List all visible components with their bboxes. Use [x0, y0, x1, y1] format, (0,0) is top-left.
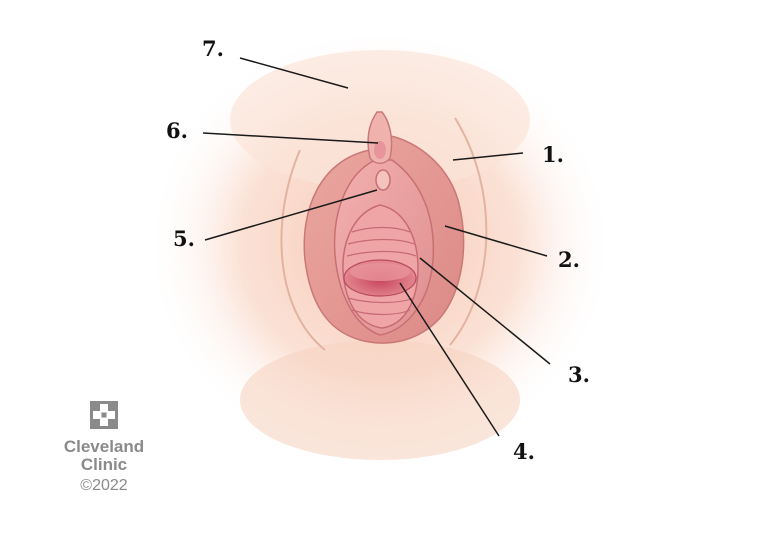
leader-line-1 [452, 152, 524, 161]
callout-4: 4. [513, 439, 535, 464]
leader-line-6 [202, 132, 379, 144]
cleveland-clinic-logo-icon [90, 401, 118, 429]
leader-lines [202, 57, 551, 437]
leader-line-7 [239, 57, 349, 89]
leader-line-3 [419, 257, 551, 365]
callout-3: 3. [568, 362, 590, 387]
callout-5: 5. [173, 226, 195, 251]
callout-numbers: 1. 2. 3. 4. 5. 6. 7. [166, 36, 590, 464]
leader-line-2 [444, 225, 548, 257]
leader-line-5 [204, 189, 378, 241]
logo-line-1: Cleveland [63, 437, 145, 456]
callout-7: 7. [202, 36, 224, 61]
logo-line-2: Clinic [80, 455, 128, 474]
copyright-text: ©2022 [80, 477, 128, 494]
urethral-opening [375, 169, 391, 191]
leader-line-4 [399, 282, 500, 437]
callout-6: 6. [166, 118, 188, 143]
clitoris [374, 141, 386, 159]
cleveland-clinic-logo: Cleveland Clinic ©2022 [58, 400, 150, 496]
callout-2: 2. [558, 247, 580, 272]
vaginal-opening [342, 204, 419, 329]
callout-1: 1. [542, 142, 564, 167]
